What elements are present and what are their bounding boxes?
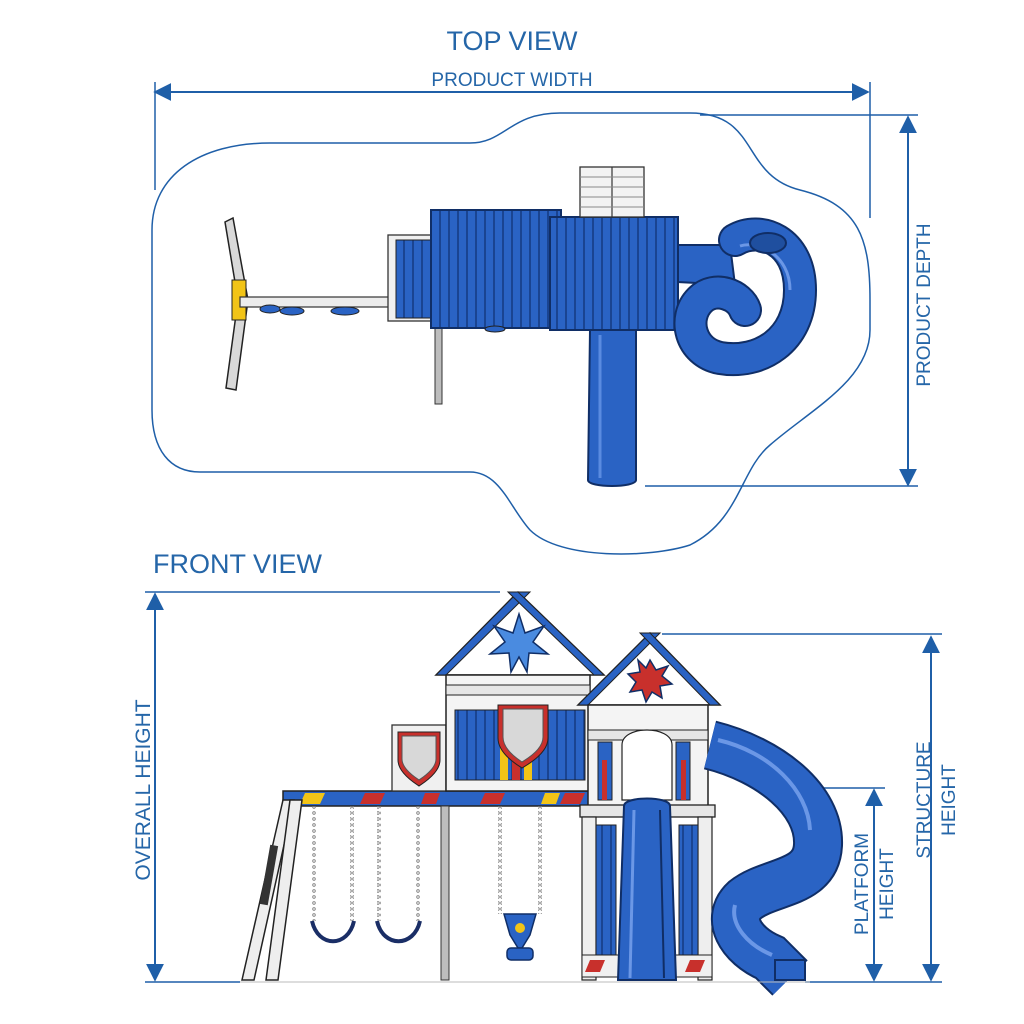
- top-roof-knob: [484, 325, 506, 333]
- front-toddler-swing: [498, 806, 542, 961]
- safety-zone-outline: [151, 112, 871, 555]
- top-view-title: TOP VIEW: [446, 26, 578, 56]
- front-belt-swing-2: [375, 806, 422, 944]
- platform-height-label-line2: HEIGHT: [877, 848, 898, 920]
- product-depth-label: PRODUCT DEPTH: [914, 223, 935, 386]
- front-straight-slide: [616, 797, 678, 981]
- top-tube-slide: [673, 217, 818, 377]
- top-straight-slide: [586, 329, 637, 487]
- front-left-panel: [391, 724, 447, 792]
- top-ladder: [579, 166, 645, 218]
- platform-height-label-line1: PLATFORM: [852, 833, 873, 935]
- burst-emblem-icon: [626, 657, 674, 704]
- front-swing-beam: [282, 790, 590, 807]
- structure-height-label-line1: STRUCTURE: [914, 741, 935, 858]
- star-emblem-icon: [487, 611, 551, 675]
- overall-height-label: OVERALL HEIGHT: [132, 699, 155, 880]
- front-belt-swing-1: [310, 806, 356, 944]
- shield-icon: [401, 735, 437, 781]
- top-left-platform: [387, 234, 443, 405]
- front-main-clubhouse: [434, 590, 606, 792]
- front-swing-a-frame: [241, 799, 303, 981]
- top-swing-seats: [259, 304, 360, 316]
- front-center-post: [440, 805, 450, 981]
- front-tube-slide: [703, 720, 843, 996]
- front-view-title: FRONT VIEW: [153, 549, 323, 579]
- top-swing-beam: [239, 296, 393, 308]
- top-main-roof: [430, 209, 562, 329]
- top-tower-roof: [549, 216, 679, 331]
- structure-height-label-line2: HEIGHT: [939, 764, 960, 836]
- product-width-label: PRODUCT WIDTH: [431, 70, 592, 91]
